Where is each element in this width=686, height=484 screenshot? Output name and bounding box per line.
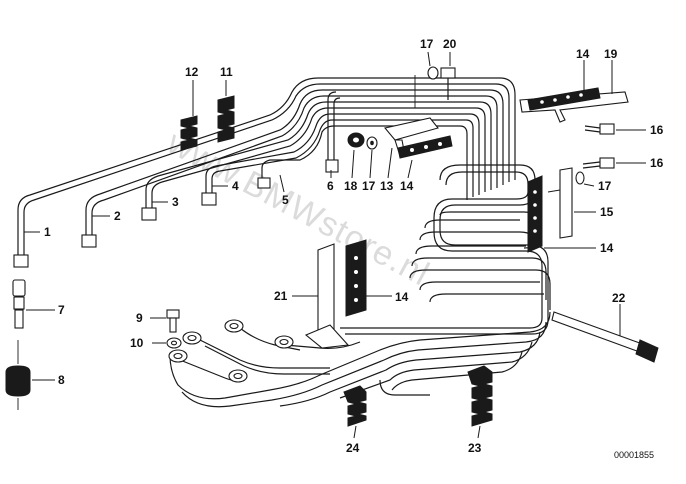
connector-part-7: [12, 279, 26, 329]
leader-lines: [24, 51, 646, 439]
label-5: 5: [282, 193, 289, 207]
watermark: www.BMWstore.nl: [160, 123, 436, 294]
washer-part-17-right: [575, 171, 585, 185]
injection-lines: [17, 77, 516, 255]
cable-tie-part-22: [551, 311, 659, 363]
label-7: 7: [58, 303, 65, 317]
bolt-part-16-upper: [584, 123, 615, 135]
part-number-labels: 1 2 3 4 5 6 7 8 9 10 11 12 13 14 14 14 1…: [44, 37, 664, 455]
holder-part-14-top: [527, 87, 601, 111]
label-16-upper: 16: [650, 123, 664, 137]
label-23: 23: [468, 441, 482, 455]
grommet-part-8: [5, 340, 31, 410]
label-17-right: 17: [598, 179, 612, 193]
label-18: 18: [344, 179, 358, 193]
bolt-part-16-lower: [582, 157, 615, 169]
label-21: 21: [274, 289, 288, 303]
washer-part-17-middle: [366, 136, 378, 150]
washer-part-17-top: [427, 66, 439, 80]
label-14-right: 14: [600, 241, 614, 255]
label-14-top: 14: [576, 47, 590, 61]
holder-part-14-lower: [345, 239, 367, 317]
washer-part-10: [166, 337, 182, 349]
bolt-part-20: [440, 67, 456, 100]
label-10: 10: [130, 336, 144, 350]
clip-part-11: [217, 95, 235, 143]
clip-part-23: [467, 365, 493, 427]
holder-part-14-center: [397, 135, 453, 159]
label-3: 3: [172, 195, 179, 209]
lower-lines: [169, 311, 551, 408]
label-12: 12: [185, 65, 199, 79]
label-16-lower: 16: [650, 156, 664, 170]
line-end-nuts: [13, 159, 339, 268]
bolt-part-9: [166, 309, 180, 333]
clip-part-12: [180, 115, 198, 151]
clip-part-24: [343, 385, 367, 427]
holder-part-21: [304, 243, 350, 349]
nut-part-18: [347, 132, 365, 148]
label-6: 6: [327, 179, 334, 193]
label-15: 15: [600, 205, 614, 219]
label-2: 2: [114, 209, 121, 223]
label-20: 20: [443, 37, 457, 51]
ring-fittings: [168, 319, 294, 383]
holder-part-15: [547, 167, 573, 239]
label-4: 4: [232, 179, 239, 193]
label-24: 24: [346, 441, 360, 455]
label-17-top: 17: [420, 37, 434, 51]
label-11: 11: [220, 65, 233, 79]
label-1: 1: [44, 225, 51, 239]
label-22: 22: [612, 291, 626, 305]
label-17-middle: 17: [362, 179, 376, 193]
label-8: 8: [58, 373, 65, 387]
label-14-lower: 14: [395, 290, 409, 304]
label-13: 13: [380, 179, 394, 193]
label-14-center: 14: [400, 179, 414, 193]
label-9: 9: [136, 311, 143, 325]
label-19: 19: [604, 47, 618, 61]
holder-part-14-right: [527, 175, 543, 253]
document-id: 00001855: [614, 450, 654, 460]
